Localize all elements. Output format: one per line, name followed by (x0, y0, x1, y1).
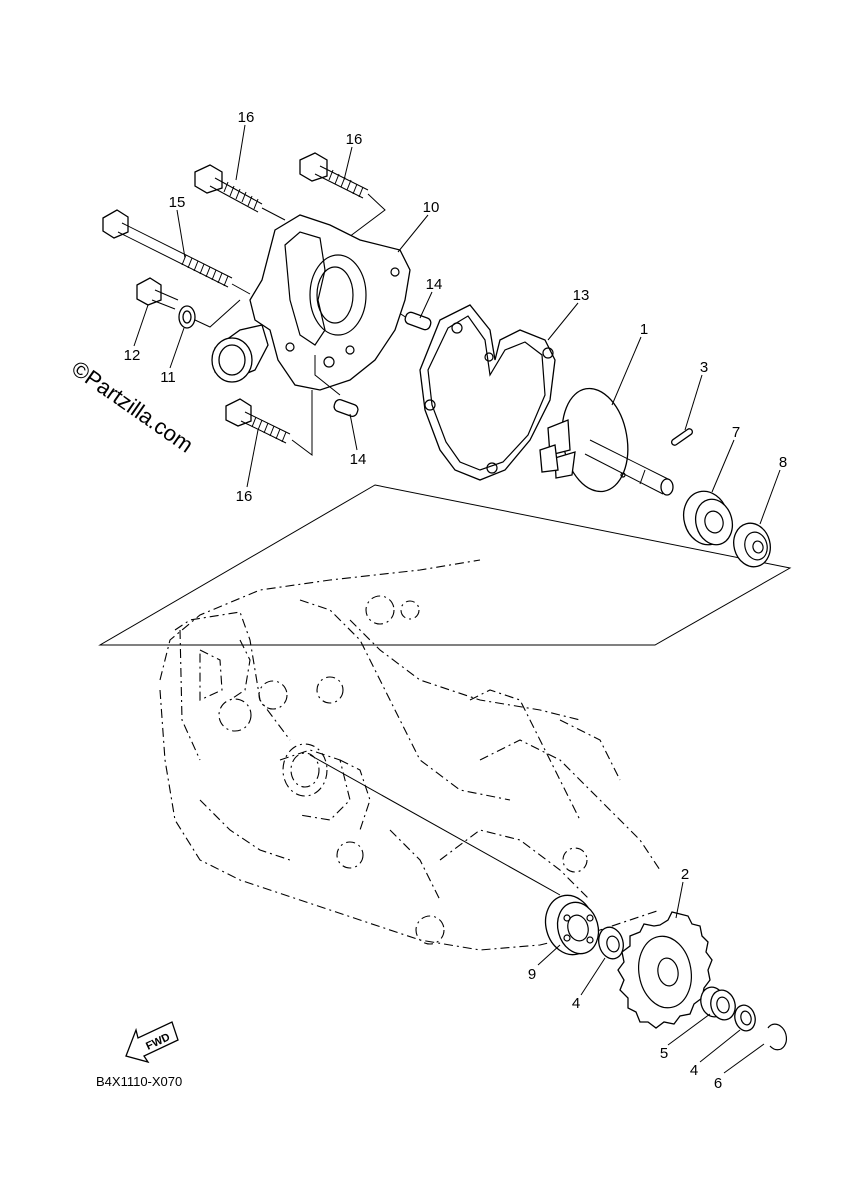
bolt-15 (102, 209, 233, 288)
crankcase-outline (159, 559, 661, 951)
washer-4-right (734, 1004, 756, 1032)
callout-15: 15 (169, 194, 186, 211)
watermark: ©Partzilla.com (67, 356, 198, 458)
circlip-6 (767, 1023, 788, 1051)
washer-11 (178, 305, 196, 329)
gear-2 (617, 911, 713, 1029)
washer-4-left (598, 926, 624, 960)
callout-4-b: 4 (690, 1062, 698, 1079)
impeller-1 (539, 387, 674, 496)
assembly-frame (98, 484, 792, 646)
callout-12: 12 (124, 347, 141, 364)
callout-11: 11 (160, 369, 176, 386)
callout-3: 3 (700, 359, 708, 376)
callout-14-a: 14 (426, 276, 443, 293)
oil-seal-8 (733, 522, 771, 568)
callout-4-a: 4 (572, 995, 580, 1012)
bolt-16-upper-left (194, 164, 263, 213)
callout-16-b: 16 (346, 131, 363, 148)
pump-cover-10 (211, 214, 411, 391)
callout-5: 5 (660, 1045, 668, 1062)
bolt-16-upper-right (299, 152, 369, 199)
bearing-9 (544, 894, 600, 956)
drawing-code: B4X1110-X070 (96, 1074, 182, 1089)
gasket-13 (419, 304, 556, 481)
dowel-pin-14-upper (404, 311, 432, 331)
callout-13: 13 (573, 287, 590, 304)
leader-lines (133, 124, 781, 1074)
callout-8: 8 (779, 454, 787, 471)
callout-16-a: 16 (238, 109, 255, 126)
callout-labels: 16 16 15 10 14 13 12 11 1 3 7 8 14 16 2 … (124, 109, 788, 1092)
pin-3 (670, 428, 694, 446)
callout-2: 2 (681, 866, 689, 883)
collar-5 (700, 986, 736, 1021)
dowel-pin-14-lower (333, 399, 359, 417)
callout-16-c: 16 (236, 488, 253, 505)
callout-14-b: 14 (350, 451, 367, 468)
bolt-12 (136, 277, 179, 310)
callout-6: 6 (714, 1075, 722, 1092)
callout-9: 9 (528, 966, 536, 983)
fwd-arrow: FWD (125, 1021, 179, 1064)
callout-7: 7 (732, 424, 740, 441)
bolt-16-lower (225, 398, 291, 444)
bearing-7 (682, 490, 734, 546)
callout-10: 10 (423, 199, 440, 216)
callout-1: 1 (640, 321, 648, 338)
